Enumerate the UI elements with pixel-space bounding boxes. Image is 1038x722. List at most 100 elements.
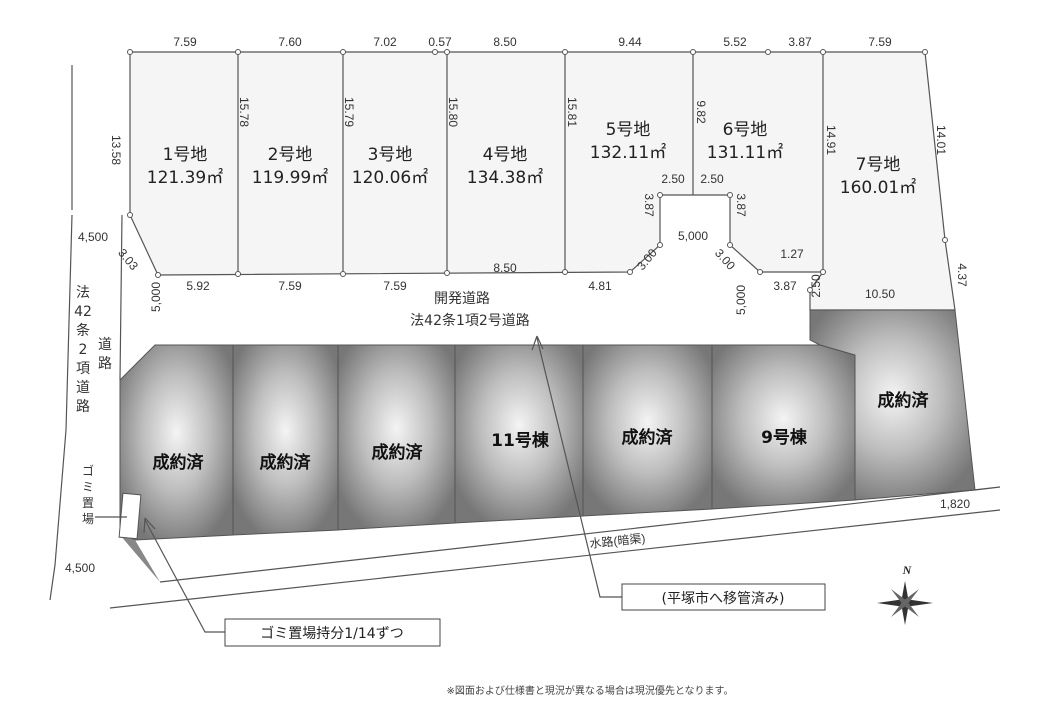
dimension-label: 15.81 [565, 97, 579, 127]
left-road-char: 道 [76, 380, 90, 396]
dimension-label: 8.50 [493, 35, 517, 49]
survey-point [727, 242, 733, 248]
dimension-label: 5,000 [734, 285, 748, 315]
road-label-2: 法42条1項2号道路 [410, 312, 530, 329]
lot-name: 4号地 [483, 145, 528, 165]
top-lots [129, 51, 956, 311]
dimension-label: 15.79 [342, 97, 356, 127]
dimension-label: 3.87 [788, 35, 812, 49]
dimension-label: 7.02 [373, 35, 397, 49]
lot-area: 120.06㎡ [352, 168, 428, 188]
left-road-char: 2 [79, 342, 88, 358]
dimension-label: 4,500 [78, 230, 108, 244]
dimension-label: 7.59 [173, 35, 197, 49]
bottom-lot-3[interactable] [337, 344, 456, 531]
survey-points [127, 49, 948, 293]
left-road [49, 65, 123, 601]
left-road-char: 道 [98, 337, 112, 353]
dimension-label: 0.57 [428, 35, 452, 49]
bottom-lot-2[interactable] [232, 344, 339, 536]
dimension-label: 4,500 [65, 561, 95, 575]
left-road-char: 条 [76, 322, 90, 339]
garbage-char: ミ [82, 480, 94, 494]
lot-area: 121.39㎡ [147, 168, 223, 188]
survey-point [444, 270, 450, 276]
bottom-lot-status: 成約済 [878, 390, 930, 411]
dimension-label: 7.59 [278, 279, 302, 293]
dimension-label: 3.00 [712, 246, 738, 273]
road-callout-text: (平塚市へ移管済み) [662, 590, 785, 607]
lot-name: 7号地 [856, 155, 901, 175]
lot-name: 6号地 [723, 120, 768, 140]
bottom-lot-status: 9号棟 [761, 427, 808, 448]
bottom-lot-6[interactable] [711, 344, 856, 510]
survey-point [340, 271, 346, 277]
bottom-lot-status: 成約済 [622, 427, 674, 448]
dimension-label: 14.91 [824, 125, 838, 155]
garbage-char: ゴ [82, 463, 94, 478]
dimension-label: 2.50 [700, 172, 724, 186]
dimension-label: 4.81 [588, 279, 612, 293]
bottom-lots [119, 309, 976, 582]
bottom-lot-7[interactable] [809, 309, 976, 501]
bottom-lot-status: 成約済 [153, 452, 205, 473]
survey-point [627, 269, 633, 275]
dimension-label: 14.01 [934, 125, 948, 155]
dimension-label: 5.92 [186, 279, 210, 293]
survey-point [657, 242, 663, 248]
survey-point [127, 212, 133, 218]
survey-point [562, 49, 568, 55]
garbage-callout-text: ゴミ置場持分1/14ずつ [260, 625, 403, 642]
survey-point [444, 49, 450, 55]
survey-point [235, 49, 241, 55]
dimension-label: 7.60 [278, 35, 302, 49]
survey-point [757, 269, 763, 275]
dimension-label: 13.58 [109, 135, 123, 165]
left-road-char: 路 [76, 399, 90, 415]
garbage-label: ゴミ置場 [82, 463, 94, 526]
lot-area: 134.38㎡ [467, 168, 543, 188]
left-road-char: 42 [74, 304, 92, 320]
survey-point [690, 49, 696, 55]
survey-point [127, 49, 133, 55]
top-lot-labels: 1号地 121.39㎡ 2号地 119.99㎡ 3号地 120.06㎡ 4号地 134.38㎡… [147, 120, 916, 198]
survey-point [765, 49, 771, 55]
lot-name: 1号地 [163, 145, 208, 165]
dimension-label: 1.27 [780, 247, 804, 261]
survey-point [340, 49, 346, 55]
lot-area: 132.11㎡ [590, 143, 666, 163]
survey-point [820, 269, 826, 275]
lot-area: 160.01㎡ [840, 178, 916, 198]
left-road-char: 路 [98, 356, 112, 372]
lot-name: 5号地 [606, 120, 651, 140]
survey-point [235, 271, 241, 277]
dimension-label: 1,820 [940, 497, 970, 511]
dimension-label: 5,000 [678, 229, 708, 243]
dimension-label: 9.44 [618, 35, 642, 49]
dimension-label: 4.37 [955, 263, 969, 287]
survey-point [657, 192, 663, 198]
road-callout: (平塚市へ移管済み) [531, 335, 826, 611]
dimension-label: 15.80 [446, 97, 460, 127]
dimension-label: 10.50 [865, 287, 895, 301]
footnote: ※図面および仕様書と現況が異なる場合は現況優先となります。 [446, 684, 733, 697]
left-road-char: 項 [76, 361, 90, 377]
left-road-char: 法 [76, 285, 90, 301]
north-label: N [902, 563, 913, 577]
waterway-label: 水路(暗渠) [589, 530, 646, 551]
survey-point [820, 49, 826, 55]
survey-point [922, 49, 928, 55]
survey-point [562, 269, 568, 275]
lot-area: 131.11㎡ [707, 143, 783, 163]
garbage-char: 場 [82, 512, 94, 526]
dimension-label: 3.87 [642, 193, 656, 217]
dimension-label: 2.50 [661, 172, 685, 186]
north-arrow-icon: N [877, 563, 933, 625]
survey-point [432, 49, 438, 55]
lot-name: 3号地 [368, 145, 413, 165]
lot-area: 119.99㎡ [252, 168, 328, 188]
lot-name: 2号地 [268, 145, 313, 165]
